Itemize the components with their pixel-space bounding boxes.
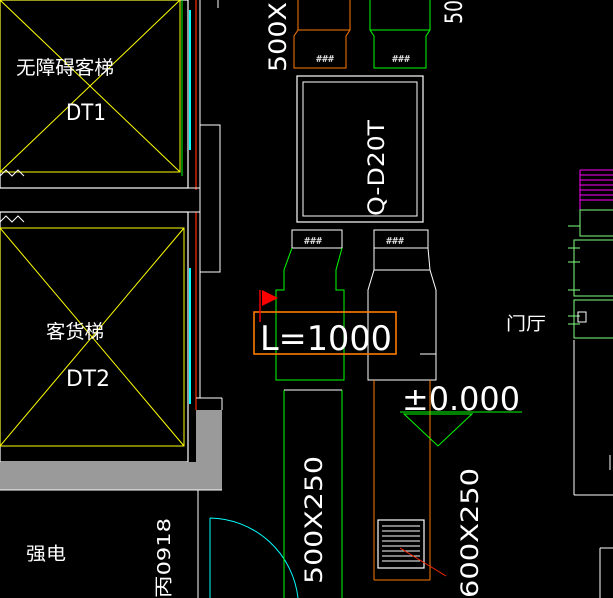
louver-slats [382,525,420,562]
concrete-wall [0,397,223,491]
duct-right-run: ### [367,229,447,581]
elevator-1-name: 无障碍客梯 [16,57,114,79]
stub-left-hatch: ### [316,54,334,65]
duct-left-grille-hatch: ### [304,236,322,247]
duct-top-left-size: 500X [264,2,292,72]
measure-box [253,311,397,355]
door-mark-dt1 [0,169,25,177]
car-diagonal-dt2-b [0,227,185,447]
elevator-2-code: DT2 [66,367,110,392]
wall-niche [200,124,221,273]
green-unit-low [573,299,613,339]
car-diagonal-dt1-b [0,0,181,173]
equipment-q-d20t [296,75,424,223]
concrete-fill [0,410,222,490]
elevation-marker [400,411,522,447]
red-flag-marker-icon [262,290,278,306]
duct-left-grille [291,229,343,249]
magenta-stack [579,169,613,210]
duct-lower-left-size: 500X250 [300,456,328,584]
equipment-outer [296,75,424,223]
stub-right-outline [369,0,431,69]
right-equipment [568,169,613,598]
duct-left-run: ### [275,229,345,598]
car-outline-dt2 [0,227,185,447]
green-unit-mid [573,239,613,297]
elevation-triangle-icon [402,413,474,447]
duct-right-transition [367,247,437,381]
duct-top-right-size: 50 [440,0,468,24]
door-swing-arc [209,517,299,598]
duct-right-grille-hatch: ### [386,236,404,247]
duct-left-transition [275,247,345,381]
wall-lines [0,0,221,410]
door-mark-dt2 [0,215,25,223]
duct-lower-right-size: 600X250 [456,468,484,598]
elevation-label: ±0.000 [402,380,520,418]
power-room [197,490,299,598]
elevator-1-code: DT1 [66,101,106,126]
elevator-2-name: 客货梯 [46,321,104,343]
equipment-tag: Q-D20T [365,119,390,216]
car-outline-dt1 [0,0,181,173]
louver-leader [399,547,447,577]
white-knob [577,311,587,323]
stub-left-outline [293,0,351,69]
green-unit-top [579,209,613,237]
power-room-label: 强电 [26,544,66,565]
duct-stub-left: ### [293,0,351,69]
louver-frame [377,519,425,569]
measure-length-label[interactable]: L=1000 [260,319,392,359]
lobby-label: 门厅 [506,314,546,335]
length-measure[interactable] [253,290,397,355]
wall-mark-label: 丙0918 [154,518,175,598]
duct-stub-right: ### [369,0,431,69]
stub-right-hatch: ### [392,54,410,65]
duct-right-grille [373,229,429,249]
equipment-inner [302,81,418,217]
green-ticks [568,225,580,325]
